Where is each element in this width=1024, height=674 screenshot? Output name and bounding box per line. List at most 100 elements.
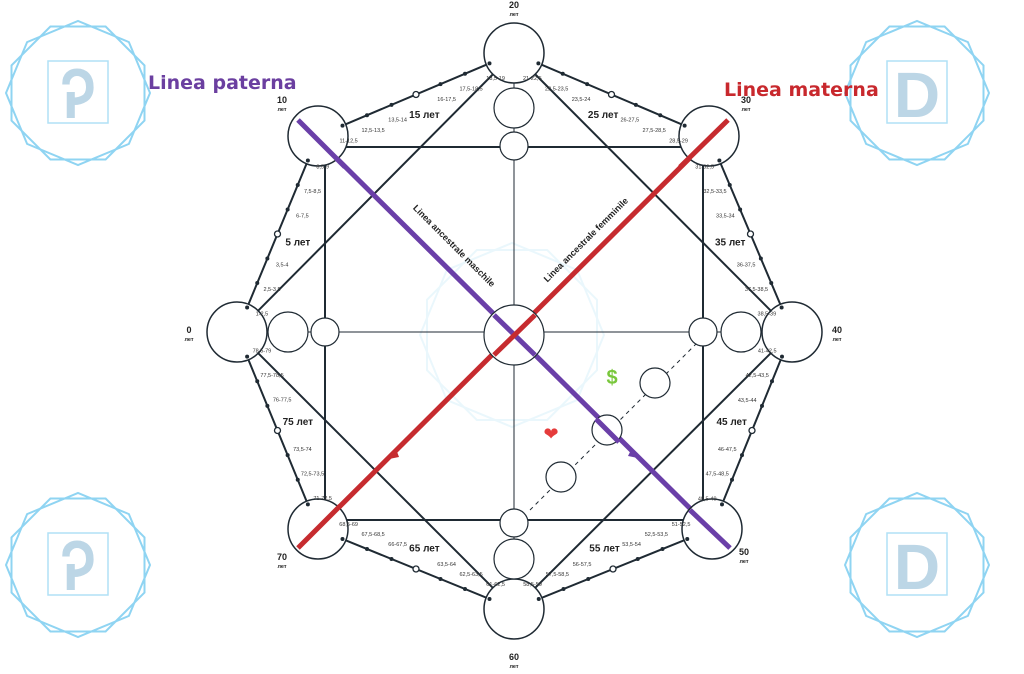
age-range-label: 11-12,5 xyxy=(339,138,357,144)
paternal-line-segment xyxy=(296,118,347,169)
age-range-label: 76-77,5 xyxy=(273,398,292,404)
age-marker-dot xyxy=(245,354,250,359)
age-range-label: 17,5-18,5 xyxy=(459,87,482,93)
age-range-label: 66-67,5 xyxy=(388,542,407,548)
heart-icon: ❤ xyxy=(543,424,558,444)
vertex-age-label: 60 xyxy=(509,652,519,662)
mid-age-label: 55 лет xyxy=(589,544,620,555)
circle-age-20 xyxy=(483,22,545,84)
age-marker-dot xyxy=(779,305,784,310)
maternal-line-segment xyxy=(492,313,537,357)
age-range-label: 52,5-53,5 xyxy=(645,532,668,538)
age-range-label: 18,5-19 xyxy=(486,76,505,82)
age-range-label: 57,5-58,5 xyxy=(546,572,569,578)
circle-age-10 xyxy=(287,105,349,167)
age-marker-dot xyxy=(295,183,300,187)
age-marker-dot xyxy=(738,207,743,212)
age-range-label: 21-22,5 xyxy=(523,76,542,82)
age-marker-dot xyxy=(365,113,369,118)
mid-age-label: 65 лет xyxy=(409,544,440,555)
vertex-age-unit: лет xyxy=(741,107,750,113)
age-marker-dot xyxy=(265,403,270,408)
age-range-label: 43,5-44 xyxy=(738,398,757,404)
watermark-letter: Ꭾ xyxy=(62,531,95,603)
maternal-ancestral-label: Linea ancestrale femminile xyxy=(542,196,630,284)
age-range-label: 46-47,5 xyxy=(718,447,737,453)
age-range-label: 3,5-4 xyxy=(276,263,289,269)
age-marker-dot xyxy=(487,61,492,66)
age-marker-open xyxy=(748,426,756,435)
age-marker-dot xyxy=(660,547,665,551)
age-range-label: 23,5-24 xyxy=(572,97,591,103)
age-marker-dot xyxy=(340,537,345,541)
watermark-octagon xyxy=(426,249,598,421)
age-marker-dot xyxy=(685,537,690,541)
age-range-label: 26-27,5 xyxy=(620,118,639,124)
watermark-octagon xyxy=(418,241,606,429)
age-marker-dot xyxy=(255,379,260,384)
age-range-label: 47,5-48,5 xyxy=(706,472,729,478)
age-marker-dot xyxy=(365,547,369,551)
vertex-age-label: 20 xyxy=(509,0,519,10)
matrix-circle xyxy=(493,538,535,580)
age-range-label: 7,5-8,5 xyxy=(304,189,321,195)
circle-age-40 xyxy=(761,301,823,363)
matrix-circle xyxy=(639,367,671,399)
watermark-logo-top-right: D xyxy=(843,19,991,167)
watermark-octagon xyxy=(4,491,152,639)
age-range-label: 31-32,5 xyxy=(695,165,714,171)
vertex-age-label: 10 xyxy=(277,95,287,105)
watermark-octagon xyxy=(843,19,991,167)
age-range-label: 62,5-63,5 xyxy=(459,572,482,578)
paternal-line-title: Linea paterna xyxy=(148,72,297,94)
age-marker-dot xyxy=(295,477,300,482)
vertex-age-unit: лет xyxy=(184,337,193,343)
age-marker-dot xyxy=(305,502,310,507)
age-marker-dot xyxy=(770,379,774,384)
age-range-label: 36-37,5 xyxy=(737,263,756,269)
age-range-label: 8,5-9 xyxy=(316,165,329,171)
age-range-label: 48,5-49 xyxy=(698,496,717,502)
age-range-label: 16-17,5 xyxy=(437,97,456,103)
age-marker-dot xyxy=(780,354,784,359)
age-range-label: 41-42,5 xyxy=(758,349,777,355)
age-marker-dot xyxy=(758,256,763,261)
watermark-frame xyxy=(886,60,948,124)
maternal-line-title: Linea materna xyxy=(724,79,879,101)
vertex-age-unit: лет xyxy=(277,107,286,113)
mid-age-label: 35 лет xyxy=(715,237,746,248)
matrix-circle xyxy=(499,131,529,161)
age-marker-dot xyxy=(285,453,290,458)
age-marker-dot xyxy=(633,102,638,107)
age-marker-dot xyxy=(255,281,260,285)
watermark-octagon xyxy=(4,19,152,167)
age-range-label: 58,5-59 xyxy=(523,582,542,588)
watermark-octagon xyxy=(10,497,146,633)
age-range-label: 22,5-23,5 xyxy=(545,87,568,93)
watermark-letter: D xyxy=(894,59,940,131)
age-range-label: 33,5-34 xyxy=(716,214,735,220)
matrix-circle xyxy=(688,317,718,347)
age-range-label: 61-62,5 xyxy=(486,582,505,588)
age-range-label: 53,5-54 xyxy=(622,542,641,548)
age-marker-dot xyxy=(769,281,774,285)
watermark-frame xyxy=(886,532,948,596)
matrix-circle xyxy=(493,87,535,129)
vertex-age-unit: лет xyxy=(277,564,286,570)
age-range-label: 73,5-74 xyxy=(293,447,312,453)
age-marker-dot xyxy=(536,597,541,601)
vertex-age-label: 40 xyxy=(832,325,842,335)
matrix-circle xyxy=(310,317,340,347)
watermark-octagon xyxy=(849,25,985,161)
age-range-label: 27,5-28,5 xyxy=(643,128,666,134)
mid-age-label: 25 лет xyxy=(588,110,619,121)
age-range-label: 37,5-38,5 xyxy=(745,287,768,293)
age-range-label: 78,5-79 xyxy=(253,348,272,354)
mid-age-label: 5 лет xyxy=(285,237,310,248)
age-marker-open xyxy=(273,230,282,238)
paternal-line-segment xyxy=(594,417,621,444)
age-range-label: 51-52,5 xyxy=(672,522,691,528)
age-range-label: 13,5-14 xyxy=(388,118,407,124)
age-marker-dot xyxy=(586,577,591,581)
age-marker-dot xyxy=(265,256,270,261)
